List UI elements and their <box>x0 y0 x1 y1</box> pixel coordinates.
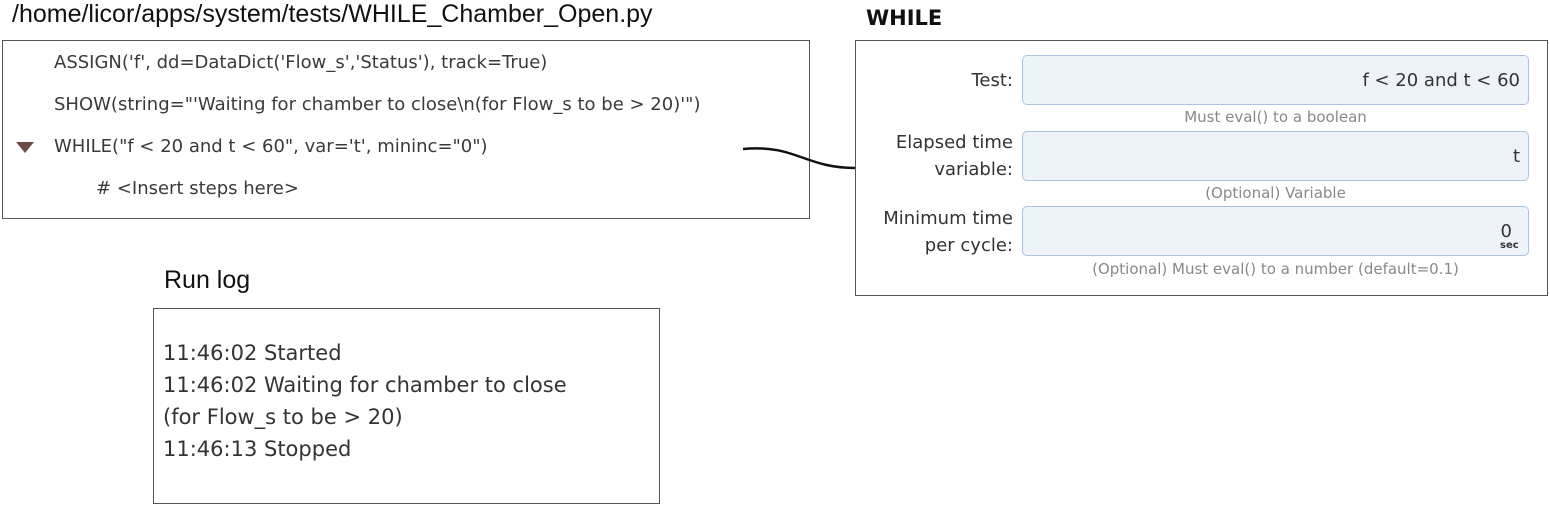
mininc-label: Minimum time per cycle: <box>883 205 1013 259</box>
test-hint: Must eval() to a boolean <box>1184 108 1367 126</box>
mininc-input[interactable] <box>1022 206 1529 256</box>
mininc-label-line2: per cycle: <box>924 235 1013 256</box>
script-line-assign[interactable]: ASSIGN('f', dd=DataDict('Flow_s','Status… <box>54 52 548 73</box>
run-log-panel: 11:46:02 Started 11:46:02 Waiting for ch… <box>153 308 660 504</box>
var-label-line1: Elapsed time <box>895 132 1013 153</box>
run-log-title: Run log <box>164 266 251 294</box>
triangle-down-icon[interactable] <box>16 142 34 153</box>
log-line: 11:46:02 Waiting for chamber to close <box>163 373 567 397</box>
script-line-show[interactable]: SHOW(string="'Waiting for chamber to clo… <box>54 94 701 115</box>
while-editor-title: WHILE <box>866 6 943 30</box>
log-line: 11:46:02 Started <box>163 341 342 365</box>
var-label: Elapsed time variable: <box>896 129 1013 183</box>
var-hint: (Optional) Variable <box>1205 184 1346 202</box>
log-line: 11:46:13 Stopped <box>163 437 352 461</box>
log-line: (for Flow_s to be > 20) <box>163 405 403 429</box>
script-line-while[interactable]: WHILE("f < 20 and t < 60", var='t', mini… <box>54 136 488 157</box>
connector-line <box>742 147 856 170</box>
file-path: /home/licor/apps/system/tests/WHILE_Cham… <box>12 0 653 28</box>
mininc-label-line1: Minimum time <box>883 208 1013 229</box>
script-line-insert-placeholder[interactable]: # <Insert steps here> <box>96 178 299 199</box>
test-input[interactable] <box>1022 55 1529 105</box>
script-panel: ASSIGN('f', dd=DataDict('Flow_s','Status… <box>2 40 810 219</box>
var-label-line2: variable: <box>934 159 1013 180</box>
var-input[interactable] <box>1022 131 1529 181</box>
mininc-hint: (Optional) Must eval() to a number (defa… <box>1092 260 1459 278</box>
mininc-unit: sec <box>1500 240 1519 251</box>
while-editor-panel: Test: Must eval() to a boolean Elapsed t… <box>855 40 1548 296</box>
test-label: Test: <box>971 70 1013 91</box>
